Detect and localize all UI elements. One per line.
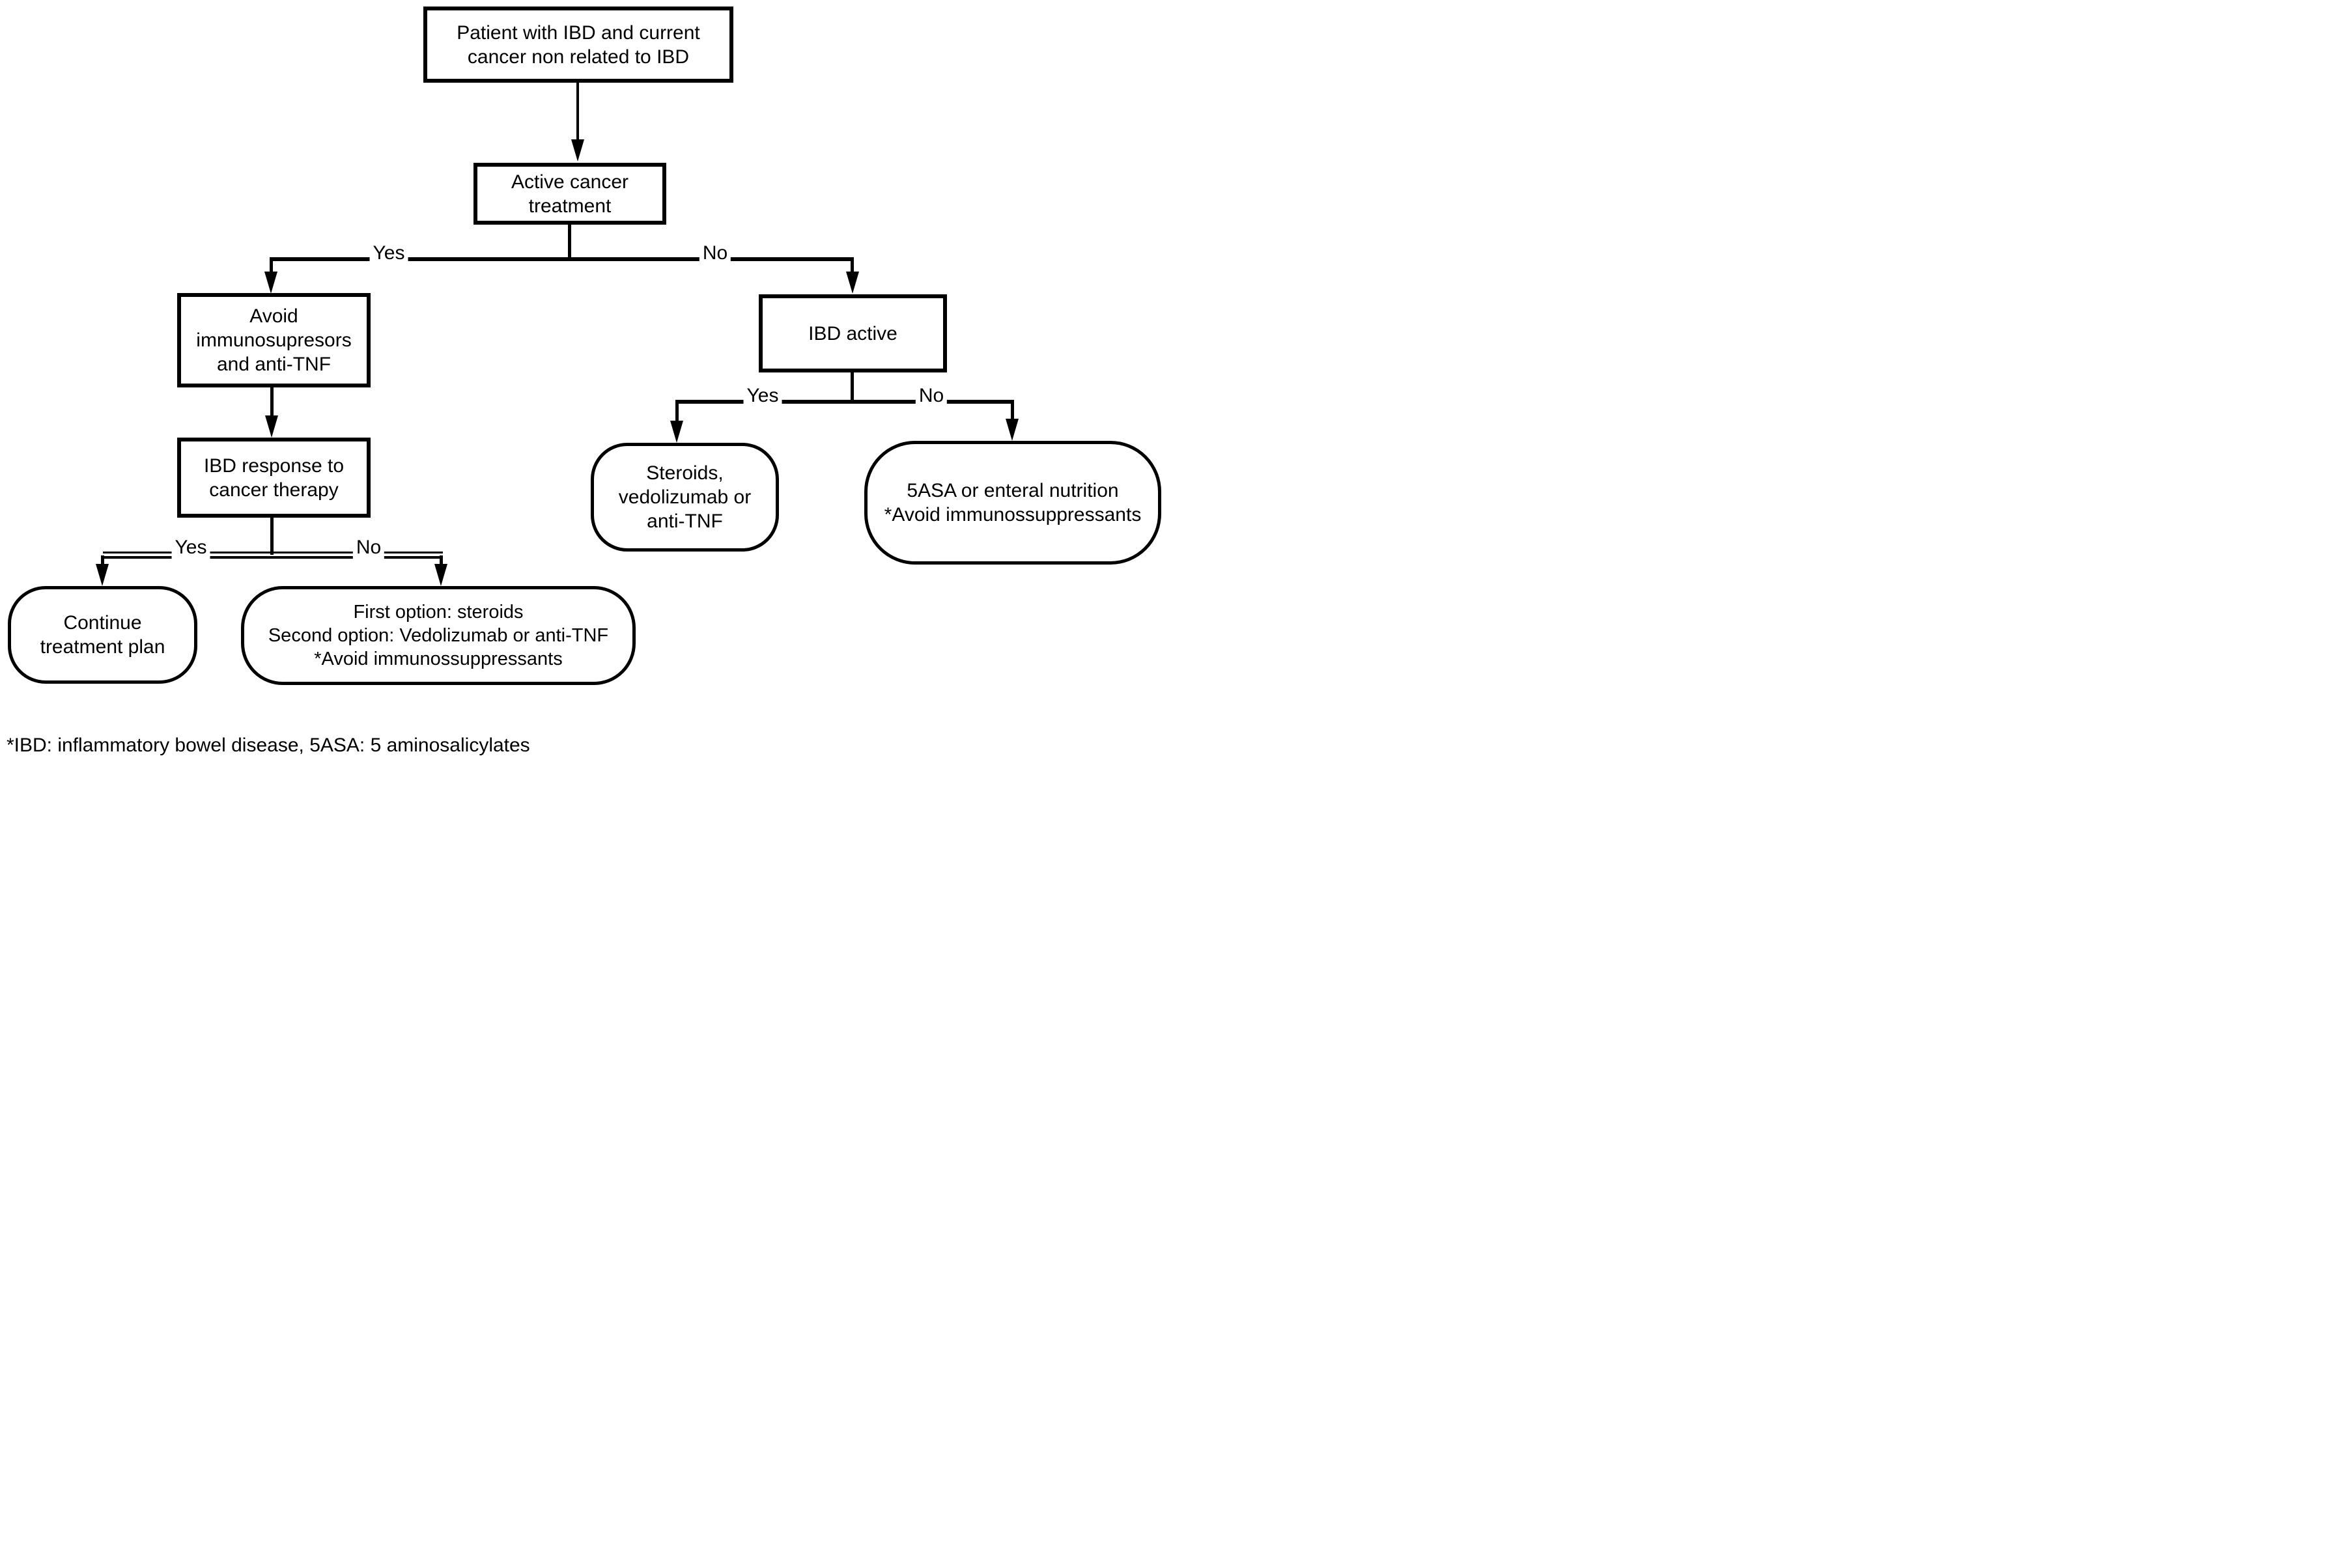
connector-branch-no-drop <box>851 259 854 273</box>
footnote-abbreviations: *IBD: inflammatory bowel disease, 5ASA: … <box>7 735 530 756</box>
node-steroids-or-vedolizumab-options: First option: steroids Second option: Ve… <box>241 586 636 685</box>
arrow-down-icon <box>264 272 277 294</box>
arrow-down-icon <box>846 272 859 294</box>
node-text-line: 5ASA or enteral nutrition <box>907 480 1119 501</box>
node-text-line: cancer non related to IBD <box>467 46 690 68</box>
node-text-line: Steroids, <box>646 462 724 484</box>
branch-label-no: No <box>915 384 948 407</box>
node-ibd-response-to-cancer-therapy: IBD response to cancer therapy <box>177 438 371 518</box>
node-active-cancer-treatment: Active cancer treatment <box>473 163 666 225</box>
connector-branch-yes-drop <box>675 402 679 421</box>
connector-branch-no-drop <box>440 555 443 565</box>
connector-treatment-to-branch <box>568 225 571 259</box>
node-text-line: Avoid <box>249 305 298 327</box>
connector-branch-no-drop <box>1011 402 1014 421</box>
node-text-line: IBD active <box>808 322 897 344</box>
connector-avoid-to-response <box>270 387 274 417</box>
arrow-down-icon <box>571 139 584 161</box>
node-5asa-or-enteral-nutrition: 5ASA or enteral nutrition *Avoid immunos… <box>864 441 1161 565</box>
node-text-line: First option: steroids <box>353 602 524 623</box>
connector-branch-yes-drop <box>101 555 104 565</box>
connector-patient-to-treatment <box>576 83 579 141</box>
arrow-down-icon <box>96 564 109 586</box>
node-text-line: cancer therapy <box>209 479 339 501</box>
node-text-line: Active cancer <box>511 171 629 193</box>
branch-label-yes: Yes <box>743 384 782 407</box>
branch-line-ibd-active <box>675 400 1014 404</box>
connector-ibd-active-to-branch <box>851 372 854 404</box>
node-text-line: Continue <box>63 612 142 634</box>
node-text-line: Patient with IBD and current <box>457 21 700 44</box>
node-text-line: immunosupresors <box>196 329 352 351</box>
node-text-line: and anti-TNF <box>216 354 332 375</box>
arrow-down-icon <box>434 564 447 586</box>
node-avoid-immunosupresors: Avoid immunosupresors and anti-TNF <box>177 293 371 387</box>
branch-line-ibd-response <box>103 552 443 559</box>
branch-line-active-treatment <box>270 257 854 261</box>
flowchart-canvas: Patient with IBD and current cancer non … <box>0 0 1172 784</box>
branch-label-no: No <box>352 536 385 559</box>
node-text-line: treatment plan <box>40 636 165 658</box>
node-text-line: IBD response to <box>203 455 345 477</box>
arrow-down-icon <box>1006 419 1019 441</box>
node-text-line: anti-TNF <box>647 511 723 532</box>
node-text-line: *Avoid immunossuppressants <box>314 649 563 669</box>
node-text-line: vedolizumab or <box>618 486 752 508</box>
node-patient-with-ibd-and-cancer: Patient with IBD and current cancer non … <box>423 7 733 83</box>
branch-label-yes: Yes <box>171 536 210 559</box>
node-steroids-vedolizumab-antitnf: Steroids, vedolizumab or anti-TNF <box>591 443 779 552</box>
branch-label-no: No <box>699 242 731 264</box>
node-continue-treatment-plan: Continue treatment plan <box>8 586 197 684</box>
node-text-line: *Avoid immunossuppressants <box>884 504 1142 525</box>
branch-label-yes: Yes <box>369 242 408 264</box>
node-text-line: Second option: Vedolizumab or anti-TNF <box>268 625 609 646</box>
node-ibd-active: IBD active <box>759 294 947 372</box>
connector-branch-yes-drop <box>270 259 273 273</box>
connector-response-to-branch <box>270 518 274 555</box>
node-text-line: treatment <box>528 195 612 217</box>
arrow-down-icon <box>265 415 278 438</box>
arrow-down-icon <box>670 421 683 443</box>
